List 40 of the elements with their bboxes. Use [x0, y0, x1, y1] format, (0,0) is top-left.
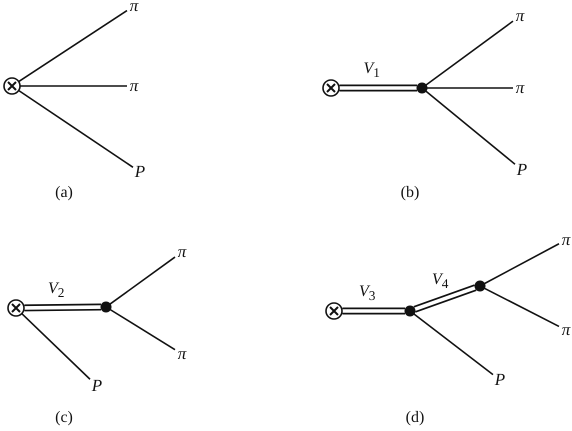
particle-label: π — [513, 7, 527, 25]
double-line — [340, 84, 417, 92]
particle-label: P — [90, 377, 104, 395]
particle-label: π — [175, 345, 189, 363]
particle-line — [484, 243, 560, 284]
particle-line — [427, 87, 513, 89]
panel-label: (a) — [55, 184, 73, 202]
particle-label: P — [493, 371, 507, 389]
double-line — [414, 284, 476, 313]
particle-line — [20, 85, 127, 87]
panel-label: (d) — [406, 409, 424, 427]
panel-label: (c) — [55, 409, 73, 427]
vertex-dot — [404, 306, 416, 316]
particle-label: π — [127, 77, 141, 95]
vertex-dot — [100, 302, 112, 312]
panel-label: (b) — [400, 184, 420, 202]
particle-label: π — [559, 231, 572, 249]
particle-label: π — [513, 79, 527, 97]
particle-label: P — [133, 163, 147, 181]
particle-line — [413, 313, 494, 376]
particle-label: π — [559, 321, 572, 339]
double-line — [24, 304, 102, 312]
crossed-circle-vertex — [3, 77, 21, 95]
crossed-circle-vertex — [325, 302, 343, 320]
particle-line — [18, 90, 134, 168]
vertex-dot — [416, 82, 428, 94]
particle-label: π — [175, 243, 189, 261]
double-line — [342, 308, 405, 314]
particle-line — [110, 308, 176, 350]
particle-label: P — [515, 161, 529, 179]
crossed-circle-vertex — [322, 79, 340, 97]
particle-line — [426, 20, 514, 86]
crossed-circle-vertex — [7, 299, 25, 317]
vertex-dot — [474, 280, 486, 292]
particle-line — [18, 10, 128, 82]
particle-line — [22, 313, 91, 380]
particle-line — [425, 90, 516, 165]
particle-line — [110, 256, 176, 305]
particle-line — [484, 288, 560, 328]
particle-label: π — [127, 0, 141, 15]
